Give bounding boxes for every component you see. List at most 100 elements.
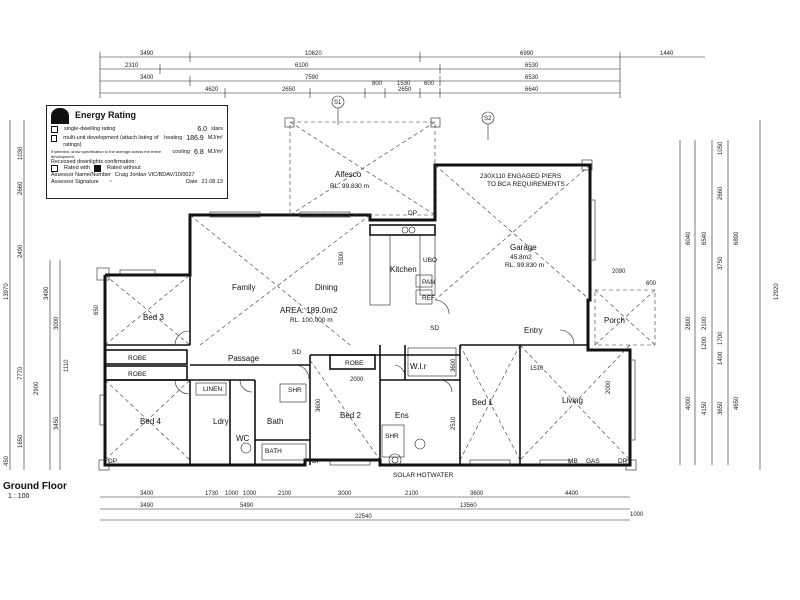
rated-with-checkbox[interactable] <box>51 165 58 173</box>
bath-shr: SHR <box>288 387 302 394</box>
single-dwelling-checkbox[interactable] <box>51 126 58 133</box>
dim-left-10: 1110 <box>64 359 70 372</box>
dim-bot-1c: 1000 <box>225 491 239 497</box>
heating-value: 186.9 <box>186 134 204 142</box>
dim-left-6: 3490 <box>44 286 50 300</box>
dim-left-9: 3450 <box>54 416 60 430</box>
dim-right-16: 2090 <box>612 269 626 275</box>
dim-right-8: 3750 <box>718 256 724 270</box>
dim-top-1d: 1440 <box>660 51 674 57</box>
heating-label: heating <box>164 134 183 141</box>
dim-right-12: 1200 <box>702 336 708 350</box>
energy-rating-logo-icon <box>51 108 69 124</box>
dim-right-14: 4150 <box>702 401 708 415</box>
label-mb: MB <box>568 458 578 465</box>
label-pan: PAN <box>422 279 435 286</box>
dim-left-outer: 13970 <box>4 283 10 300</box>
dim-right-13: 1400 <box>718 351 724 365</box>
robe-bed2: ROBE <box>345 360 364 367</box>
drawing-title: Ground Floor <box>3 481 67 492</box>
stars-value: 6.0 <box>197 126 208 133</box>
label-dp-1: DP <box>108 458 117 465</box>
signature-label: Assessor Signature <box>51 179 99 186</box>
energy-rating-title: Energy Rating <box>75 110 137 121</box>
room-ldry: Ldry <box>213 417 229 426</box>
dim-right-6: 1050 <box>718 141 724 155</box>
multi-unit-note: if selected, show specification to the a… <box>51 148 162 159</box>
dim-int-6: 3600 <box>451 358 457 372</box>
dim-top-4a: 4620 <box>205 87 219 93</box>
dim-left-3: 2490 <box>18 244 24 258</box>
room-dining: Dining <box>315 283 338 292</box>
section-marker-s1: S1 <box>331 95 345 125</box>
label-sd-2: SD <box>292 349 301 356</box>
room-bed1: Bed 1 <box>472 398 493 407</box>
dim-bot-1d: 1000 <box>243 491 257 497</box>
garage-note-1: 230X110 ENGAGED PIERS <box>480 173 562 180</box>
floor-rl: RL. 100.000 m <box>290 317 333 324</box>
assessor-value: Craig Jordan VIC/BDAV/10/0027 <box>114 172 195 179</box>
dim-int-4: 3600 <box>316 398 322 412</box>
dim-right-1: 6040 <box>686 231 692 245</box>
label-dp-2: DP <box>312 458 321 465</box>
dim-top-4d: 1530 <box>397 81 411 87</box>
dim-top-1c: 6990 <box>520 51 534 57</box>
section-s2-label: S2 <box>484 116 492 122</box>
multi-unit-checkbox[interactable] <box>51 134 58 142</box>
cooling-unit: MJ/m² <box>207 148 223 155</box>
dim-right-10: 2800 <box>686 316 692 330</box>
top-dimensions: 3490 10620 6990 1440 2310 6100 6530 3400… <box>99 51 705 98</box>
ens-shr: SHR <box>385 433 399 440</box>
dim-bot-1h: 3600 <box>470 491 484 497</box>
interior-walls <box>104 275 588 467</box>
dim-left-8: 2900 <box>34 381 40 395</box>
dim-left-11: 450 <box>4 455 10 466</box>
dim-top-3c: 6530 <box>525 75 539 81</box>
single-dwelling-label: single-dwelling rating <box>64 126 116 132</box>
multi-unit-label: multi-unit development (attach listing o… <box>63 134 159 148</box>
room-garage: Garage <box>510 243 537 252</box>
dim-top-4b: 2650 <box>282 87 296 93</box>
garage-rl: RL. 99.830 m <box>505 262 544 269</box>
dim-right-15: 3650 <box>718 401 724 415</box>
heating-unit: MJ/m² <box>207 134 223 141</box>
rated-with-label: Rated with <box>64 165 90 172</box>
rated-without-label: Rated without <box>107 165 141 172</box>
kitchen-joinery <box>369 224 436 306</box>
dim-bot-2b: 5490 <box>240 503 254 509</box>
right-dimensions: 12920 6040 6540 6890 4000 4650 1050 2660… <box>612 120 780 470</box>
assessor-label: Assessor Name/Number <box>51 172 111 179</box>
label-ubo: UBO <box>423 257 437 264</box>
room-kitchen: Kitchen <box>390 265 417 274</box>
section-s1-label: S1 <box>334 100 342 106</box>
dim-right-11: 1700 <box>718 331 724 345</box>
robe-bed4: ROBE <box>128 371 147 378</box>
dim-bot-2a: 3490 <box>140 503 154 509</box>
label-ref: REF <box>422 295 435 302</box>
label-dp-4: DP <box>408 210 417 217</box>
bath-fixture: BATH <box>265 448 282 455</box>
label-gas: GAS <box>586 458 600 465</box>
stars-unit: stars <box>211 126 223 132</box>
section-marker-s2: S2 <box>481 111 495 140</box>
dim-right-4: 4000 <box>686 396 692 410</box>
dim-bot-2c: 13560 <box>460 503 477 509</box>
dim-top-3a: 3400 <box>140 75 154 81</box>
dim-int-2: 1510 <box>530 366 544 372</box>
room-alfresco: Alfesco <box>335 170 362 179</box>
dim-bot-1g: 2100 <box>405 491 419 497</box>
rated-without-checkbox[interactable] <box>94 165 101 173</box>
date-label: Date <box>185 179 198 186</box>
label-sd-1: SD <box>430 325 439 332</box>
dim-left-7: 3000 <box>54 316 60 330</box>
windows <box>99 199 636 466</box>
downlights-label: Recessed downlights confirmation: <box>51 158 136 165</box>
room-entry: Entry <box>524 326 543 335</box>
alfresco-rl: RL. 99.830 m <box>330 183 369 190</box>
dim-right-2: 6540 <box>702 231 708 245</box>
dim-right-5: 4650 <box>734 396 740 410</box>
dim-top-2b: 6100 <box>295 63 309 69</box>
dim-bot-1a: 3400 <box>140 491 154 497</box>
label-solar: SOLAR HOTWATER <box>393 472 454 479</box>
